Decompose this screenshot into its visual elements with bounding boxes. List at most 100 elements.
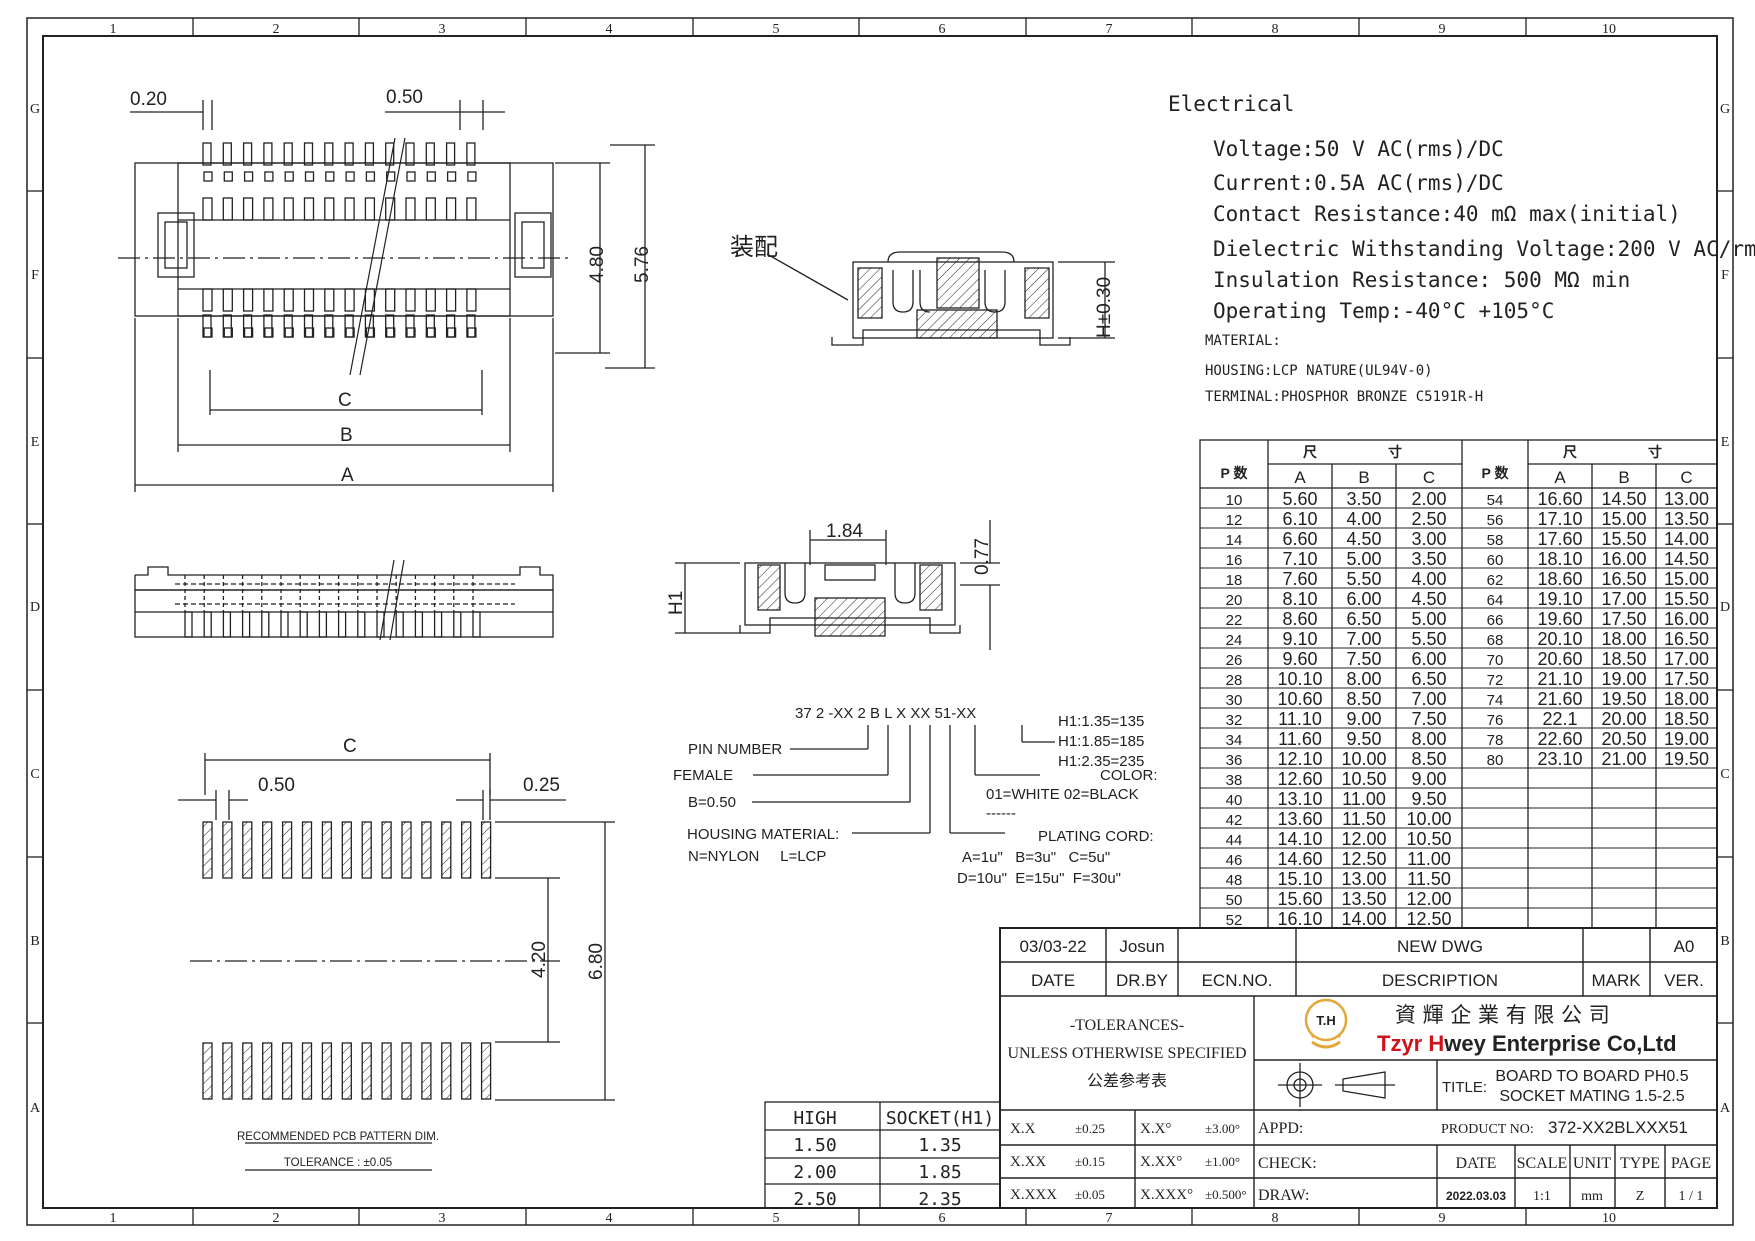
table-p-header: P 数 bbox=[1482, 465, 1510, 481]
frame-col-label-bottom: 8 bbox=[1272, 1211, 1279, 1226]
part-code: 37 2 -XX 2 B L X XX 51-XX bbox=[795, 705, 976, 722]
assembly-label: 装配 bbox=[730, 233, 778, 261]
dim-c-pcb: C bbox=[343, 736, 357, 757]
table-cell: 6.10 bbox=[1282, 509, 1317, 529]
table-cell: 9.00 bbox=[1411, 769, 1446, 789]
table-cell: 2.50 bbox=[1411, 509, 1446, 529]
table-cell: 21.00 bbox=[1601, 749, 1646, 769]
title-block bbox=[999, 927, 1718, 1209]
frame-col-label-top: 5 bbox=[773, 22, 780, 37]
tb-date-label: DATE bbox=[1031, 971, 1075, 990]
company-name-en-part2: wey Enterprise Co,Ltd bbox=[1443, 1031, 1676, 1056]
table-cell: 20 bbox=[1226, 592, 1243, 609]
table-cell: 16.00 bbox=[1601, 549, 1646, 569]
table-cell: 58 bbox=[1487, 532, 1504, 549]
table-cell: 70 bbox=[1487, 652, 1504, 669]
dim-020: 0.20 bbox=[130, 89, 167, 110]
tb-type-header: TYPE bbox=[1620, 1155, 1660, 1172]
table-cell: 15.00 bbox=[1601, 509, 1646, 529]
frame-row-label-left: B bbox=[30, 934, 39, 949]
table-cell: 20.00 bbox=[1601, 709, 1646, 729]
frame-row-label-left: E bbox=[31, 435, 40, 450]
tb-mark-label: MARK bbox=[1591, 971, 1641, 990]
table-cell: 48 bbox=[1226, 872, 1243, 889]
table-cell: 11.60 bbox=[1278, 729, 1322, 749]
frame-row-label-right: B bbox=[1720, 934, 1729, 949]
table-cell: 20.60 bbox=[1537, 649, 1582, 669]
plating-line-1: A=1u" B=3u" C=5u" bbox=[962, 849, 1110, 866]
dim-576: 5.76 bbox=[632, 246, 653, 283]
frame-col-label-bottom: 4 bbox=[606, 1211, 613, 1226]
table-cell: 74 bbox=[1487, 692, 1504, 709]
table-cell: 5.50 bbox=[1411, 629, 1446, 649]
table-cell: 17.60 bbox=[1537, 529, 1582, 549]
table-cell: 7.00 bbox=[1411, 689, 1446, 709]
pcb-tolerance: TOLERANCE : ±0.05 bbox=[284, 1157, 392, 1169]
table-cell: 32 bbox=[1226, 712, 1243, 729]
dim-420: 4.20 bbox=[529, 941, 550, 978]
tolerances-subtitle: UNLESS OTHERWISE SPECIFIED bbox=[1007, 1045, 1246, 1062]
table-cell: 13.00 bbox=[1341, 869, 1386, 889]
tb-description-label: DESCRIPTION bbox=[1382, 971, 1498, 990]
frame-row-label-left: C bbox=[30, 767, 39, 782]
table-cell: 18.50 bbox=[1601, 649, 1646, 669]
table-col-header: B bbox=[1618, 468, 1629, 487]
tb-date-header: DATE bbox=[1456, 1155, 1497, 1172]
company-name-cn: 資 輝 企 業 有 限 公 司 bbox=[1395, 1003, 1610, 1027]
table-cell: 15.60 bbox=[1277, 889, 1322, 909]
table-cell: 8.50 bbox=[1346, 689, 1381, 709]
table-cell: 38 bbox=[1226, 772, 1243, 789]
table-cell: 30 bbox=[1226, 692, 1243, 709]
tb-scale-header: SCALE bbox=[1517, 1155, 1568, 1172]
table-cell: 10 bbox=[1226, 492, 1243, 509]
frame-row-label-right: F bbox=[1721, 268, 1729, 283]
table-cell: 22 bbox=[1226, 612, 1243, 629]
tb-drby-label: DR.BY bbox=[1116, 971, 1168, 990]
tb-ecn-label: ECN.NO. bbox=[1202, 971, 1273, 990]
frame-col-label-bottom: 2 bbox=[273, 1211, 280, 1226]
electrical-heading: Electrical bbox=[1168, 92, 1294, 116]
table-cell: 6.00 bbox=[1346, 589, 1381, 609]
table-cell: 16 bbox=[1226, 552, 1243, 569]
table-cell: 16.50 bbox=[1601, 569, 1646, 589]
table-cell: 14.00 bbox=[1664, 529, 1709, 549]
pin-number-label: PIN NUMBER bbox=[688, 741, 782, 758]
frame-row-label-left: F bbox=[31, 268, 39, 283]
table-cell: 18 bbox=[1226, 572, 1243, 589]
front-view bbox=[134, 559, 554, 641]
housing-options: N=NYLON L=LCP bbox=[688, 848, 826, 865]
tb-title-label: TITLE: bbox=[1442, 1079, 1487, 1096]
table-cell: 60 bbox=[1487, 552, 1504, 569]
dim-h1: H1 bbox=[666, 591, 687, 615]
company-name-en: Tzyr Hwey Enterprise Co,Ltd bbox=[1377, 1031, 1677, 1056]
table-cell: 19.10 bbox=[1537, 589, 1582, 609]
frame-col-label-bottom: 3 bbox=[439, 1211, 446, 1226]
tb-title-line-2: SOCKET MATING 1.5-2.5 bbox=[1499, 1088, 1684, 1105]
side-section bbox=[675, 520, 1000, 650]
tb-unit-cell: mm bbox=[1581, 1189, 1603, 1204]
tb-product-label: PRODUCT NO: bbox=[1441, 1122, 1534, 1137]
table-cell: 14.50 bbox=[1664, 549, 1709, 569]
electrical-line: Contact Resistance:40 mΩ max(initial) bbox=[1213, 202, 1681, 226]
dim-680: 6.80 bbox=[586, 943, 607, 980]
table-cell: 9.60 bbox=[1282, 649, 1317, 669]
table-cell: 21.10 bbox=[1537, 669, 1582, 689]
table-cell: 2.00 bbox=[1411, 489, 1446, 509]
dim-184: 1.84 bbox=[826, 521, 863, 542]
table-col-header: C bbox=[1423, 468, 1435, 487]
tb-draw: DRAW: bbox=[1258, 1187, 1309, 1204]
table-cell: 17.50 bbox=[1601, 609, 1646, 629]
table-cell: 14.60 bbox=[1277, 849, 1322, 869]
company-name-en-part1: Tzyr bbox=[1377, 1031, 1428, 1056]
dim-c-top: C bbox=[338, 390, 352, 411]
tolerance-cell: X.XX° bbox=[1140, 1154, 1182, 1170]
frame-col-label-top: 10 bbox=[1602, 22, 1616, 37]
dim-025-pcb: 0.25 bbox=[523, 775, 560, 796]
table-cell: 4.50 bbox=[1411, 589, 1446, 609]
table-cell: 50 bbox=[1226, 892, 1243, 909]
table-cell: 68 bbox=[1487, 632, 1504, 649]
